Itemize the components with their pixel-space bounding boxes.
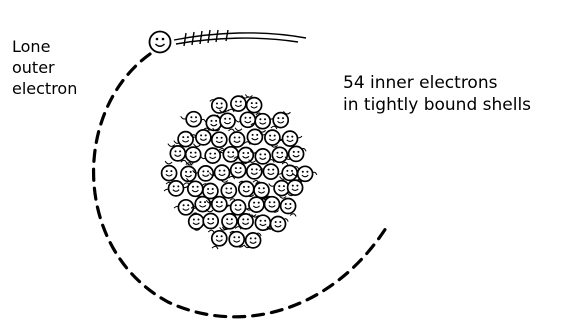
inner-electron	[178, 132, 193, 147]
inner-electron	[229, 232, 244, 247]
inner-electron	[170, 146, 185, 161]
inner-electron	[283, 131, 298, 146]
inner-electron	[212, 132, 227, 147]
electron-motion-trail	[174, 30, 306, 46]
inner-electron	[231, 163, 246, 178]
inner-electron	[263, 164, 278, 179]
inner-electron	[186, 147, 201, 162]
inner-electron	[271, 217, 286, 232]
inner-electron	[230, 132, 245, 147]
inner-electron	[195, 197, 210, 212]
lone-outer-electron-label: Lone outer electron	[12, 36, 77, 99]
inner-electron	[238, 214, 253, 229]
inner-electron	[212, 197, 227, 212]
label-line: 54 inner electrons	[343, 72, 531, 94]
inner-electron	[188, 181, 203, 196]
inner-electron	[265, 130, 280, 145]
inner-electron	[240, 112, 255, 127]
inner-electron	[289, 146, 304, 161]
inner-electron	[206, 115, 221, 130]
inner-electron	[221, 183, 236, 198]
inner-electron	[169, 181, 184, 196]
inner-electron	[282, 165, 297, 180]
inner-electron	[247, 164, 262, 179]
inner-electron	[247, 129, 262, 144]
inner-electron	[255, 149, 270, 164]
inner-electron	[205, 148, 220, 163]
inner-electron	[220, 113, 235, 128]
inner-electron	[288, 180, 303, 195]
inner-electron	[181, 166, 196, 181]
inner-electron	[239, 181, 254, 196]
inner-electron	[281, 199, 296, 214]
inner-electron	[196, 130, 211, 145]
label-line: in tightly bound shells	[343, 94, 531, 116]
inner-electron	[189, 214, 204, 229]
inner-electron	[247, 98, 262, 113]
inner-electrons-label: 54 inner electrons in tightly bound shel…	[343, 72, 531, 116]
inner-electron	[212, 231, 227, 246]
label-line: Lone	[12, 36, 77, 57]
inner-electron	[231, 200, 246, 215]
inner-electron	[246, 233, 261, 248]
inner-electron	[273, 113, 288, 128]
inner-electron	[238, 148, 253, 163]
inner-electron	[223, 147, 238, 162]
inner-electron	[203, 214, 218, 229]
lone-outer-electron	[150, 32, 171, 53]
inner-electron	[231, 96, 246, 111]
inner-electron	[222, 214, 237, 229]
inner-electron	[198, 166, 213, 181]
inner-electron	[298, 166, 313, 181]
inner-electron	[255, 114, 270, 129]
label-line: outer	[12, 57, 77, 78]
inner-electron	[215, 165, 230, 180]
inner-electron	[178, 200, 193, 215]
label-line: electron	[12, 78, 77, 99]
inner-electron	[265, 197, 280, 212]
inner-electron	[186, 112, 201, 127]
inner-electron	[212, 98, 227, 113]
inner-electron	[254, 183, 269, 198]
inner-electron	[162, 166, 177, 181]
inner-electron-cluster	[162, 94, 317, 249]
inner-electron	[272, 147, 287, 162]
inner-electron	[249, 197, 264, 212]
